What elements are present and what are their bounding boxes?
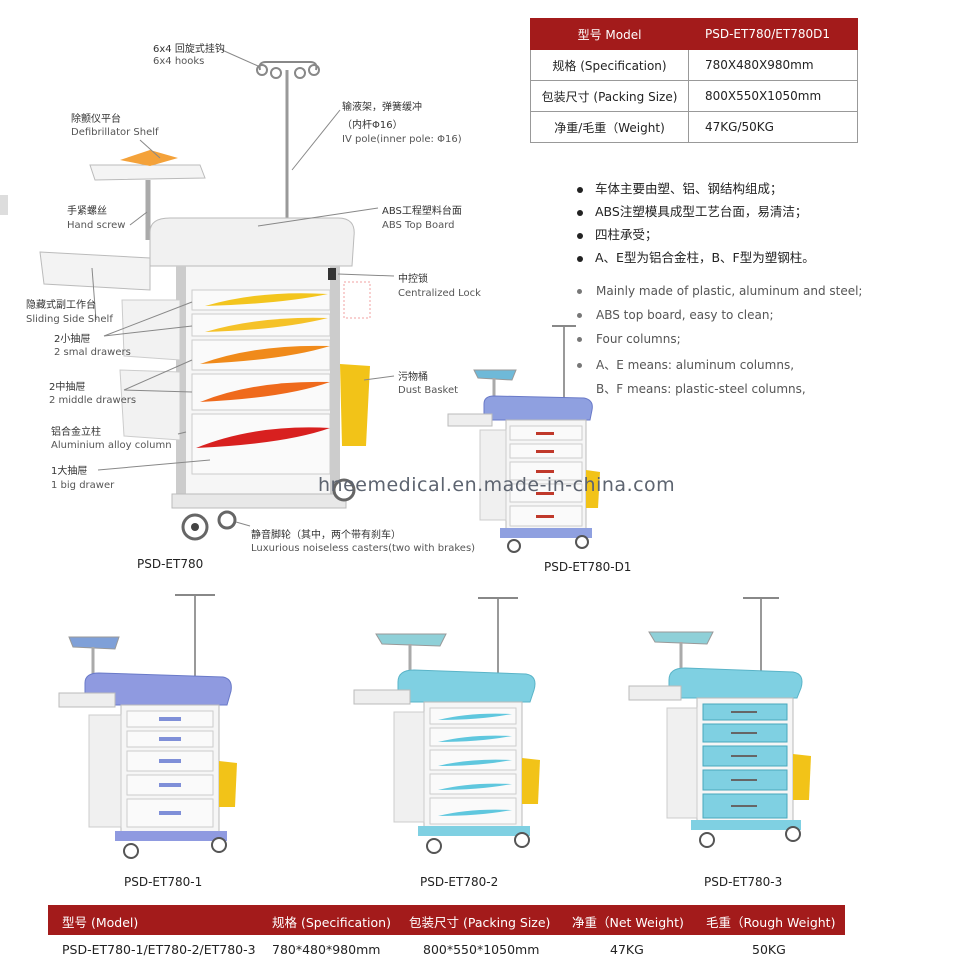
bottom-cell-spec: 780*480*980mm xyxy=(272,942,381,957)
spec-table-row: 包装尺寸 (Packing Size) 800X550X1050mm xyxy=(530,80,858,112)
list-item: 车体主要由塑、铝、钢结构组成； xyxy=(577,178,815,201)
feature-text: B、F means: plastic-steel columns, xyxy=(596,382,806,396)
feature-text: ABS top board, easy to clean; xyxy=(596,308,774,322)
small-drawers-label-en: 2 smal drawers xyxy=(54,347,131,358)
caption-d1: PSD-ET780-D1 xyxy=(544,560,632,574)
defib-label-en: Defibrillator Shelf xyxy=(71,127,159,138)
list-item: ABS注塑模具成型工艺台面，易清洁； xyxy=(577,201,815,224)
middle-drawers-label-cn: 2中抽屉 xyxy=(49,382,86,393)
list-item: 四柱承受； xyxy=(577,224,815,247)
caption-v3: PSD-ET780-3 xyxy=(704,875,783,889)
abs-top-label-en: ABS Top Board xyxy=(382,220,455,231)
spec-table-row: 规格 (Specification) 780X480X980mm xyxy=(530,49,858,81)
bullet-icon xyxy=(577,313,582,318)
spec-table-row: 净重/毛重（Weight) 47KG/50KG xyxy=(530,111,858,143)
bottom-table-header: 型号 (Model) 规格 (Specification) 包装尺寸 (Pack… xyxy=(48,905,845,935)
spec-value: PSD-ET780/ET780D1 xyxy=(688,18,858,50)
iv-pole-label-cn: 输液架，弹簧缓冲 xyxy=(342,102,422,113)
list-item: Mainly made of plastic, aluminum and ste… xyxy=(577,284,862,308)
caption-v1: PSD-ET780-1 xyxy=(124,875,203,889)
casters-label-cn: 静音脚轮（其中，两个带有刹车） xyxy=(251,530,401,541)
spec-value: 47KG/50KG xyxy=(688,111,858,143)
bottom-cell-model: PSD-ET780-1/ET780-2/ET780-3 xyxy=(62,942,256,957)
dust-label-cn: 污物桶 xyxy=(398,372,428,383)
feature-text: A、E型为铝合金柱，B、F型为塑钢柱。 xyxy=(595,250,815,265)
hand-screw-label-en: Hand screw xyxy=(67,220,126,231)
feature-text: Mainly made of plastic, aluminum and ste… xyxy=(596,284,863,298)
bullet-icon xyxy=(577,337,582,342)
features-cn-list: 车体主要由塑、铝、钢结构组成； ABS注塑模具成型工艺台面，易清洁； 四柱承受；… xyxy=(577,178,815,270)
dust-label-en: Dust Basket xyxy=(398,385,459,396)
bottom-header-packing: 包装尺寸 (Packing Size) xyxy=(409,915,551,930)
column-label-cn: 铝合金立柱 xyxy=(51,427,101,438)
spec-key: 规格 (Specification) xyxy=(530,49,689,81)
bullet-icon xyxy=(577,363,582,368)
spec-table: 型号 Model PSD-ET780/ET780D1 规格 (Specifica… xyxy=(530,18,858,143)
lock-label-en: Centralized Lock xyxy=(398,288,481,299)
iv-pole-label-cn2: （内杆Φ16） xyxy=(342,120,403,131)
bullet-icon xyxy=(577,209,583,216)
list-item: Four columns; xyxy=(577,332,862,356)
casters-label-en: Luxurious noiseless casters(two with bra… xyxy=(251,543,476,554)
lock-label-cn: 中控锁 xyxy=(398,274,428,285)
big-drawer-label-cn: 1大抽屉 xyxy=(51,466,88,477)
big-drawer-label-en: 1 big drawer xyxy=(51,480,115,491)
bullet-icon xyxy=(577,255,583,262)
list-item: A、E型为铝合金柱，B、F型为塑钢柱。 xyxy=(577,247,815,270)
hand-screw-label-cn: 手紧螺丝 xyxy=(67,206,107,217)
d1-cart-illustration xyxy=(447,325,600,553)
bottom-header-spec: 规格 (Specification) xyxy=(272,915,391,930)
list-item: ABS top board, easy to clean; xyxy=(577,308,862,332)
caption-v2: PSD-ET780-2 xyxy=(420,875,499,889)
spec-value: 780X480X980mm xyxy=(688,49,858,81)
bottom-header-model: 型号 (Model) xyxy=(62,915,139,930)
bullet-icon xyxy=(577,186,583,193)
bullet-icon xyxy=(577,232,583,239)
spec-key: 净重/毛重（Weight) xyxy=(530,111,689,143)
features-en-list: Mainly made of plastic, aluminum and ste… xyxy=(577,284,862,404)
spec-key: 型号 Model xyxy=(530,18,689,50)
bottom-cell-rough: 50KG xyxy=(752,942,786,957)
hooks-label-en: 6x4 hooks xyxy=(153,56,205,67)
list-item: B、F means: plastic-steel columns, xyxy=(577,380,862,404)
main-cart-illustration xyxy=(0,49,395,541)
feature-text: 车体主要由塑、铝、钢结构组成； xyxy=(595,181,783,196)
iv-pole-label-en: IV pole(inner pole: Φ16) xyxy=(342,134,462,145)
bottom-header-net: 净重（Net Weight) xyxy=(572,915,684,930)
spec-key: 包装尺寸 (Packing Size) xyxy=(530,80,689,112)
side-shelf-label-cn: 隐藏式副工作台 xyxy=(26,300,96,311)
abs-top-label-cn: ABS工程塑料台面 xyxy=(382,206,462,217)
small-drawers-label-cn: 2小抽屉 xyxy=(54,334,91,345)
bottom-cell-net: 47KG xyxy=(610,942,644,957)
v2-cart-illustration xyxy=(353,597,540,854)
feature-text: Four columns; xyxy=(596,332,681,346)
caption-main: PSD-ET780 xyxy=(137,557,204,571)
list-item: A、E means: aluminum columns, xyxy=(577,356,862,380)
bottom-cell-packing: 800*550*1050mm xyxy=(423,942,540,957)
bullet-icon xyxy=(577,289,582,294)
hooks-label-cn: 6x4 回旋式挂钩 xyxy=(153,44,225,55)
side-shelf-label-en: Sliding Side Shelf xyxy=(26,314,113,325)
watermark: hneemedical.en.made-in-china.com xyxy=(318,474,676,496)
spec-value: 800X550X1050mm xyxy=(688,80,858,112)
feature-text: A、E means: aluminum columns, xyxy=(596,358,795,372)
spec-table-header-row: 型号 Model PSD-ET780/ET780D1 xyxy=(530,18,858,50)
column-label-en: Aluminium alloy column xyxy=(51,440,172,451)
feature-text: ABS注塑模具成型工艺台面，易清洁； xyxy=(595,204,808,219)
table-row: PSD-ET780-1/ET780-2/ET780-3 780*480*980m… xyxy=(48,937,845,961)
v3-cart-illustration xyxy=(628,597,811,848)
bottom-header-rough: 毛重（Rough Weight) xyxy=(706,915,836,930)
feature-text: 四柱承受； xyxy=(595,227,658,242)
defib-label-cn: 除颤仪平台 xyxy=(71,114,121,125)
middle-drawers-label-en: 2 middle drawers xyxy=(49,395,137,406)
v1-cart-illustration xyxy=(58,594,237,859)
